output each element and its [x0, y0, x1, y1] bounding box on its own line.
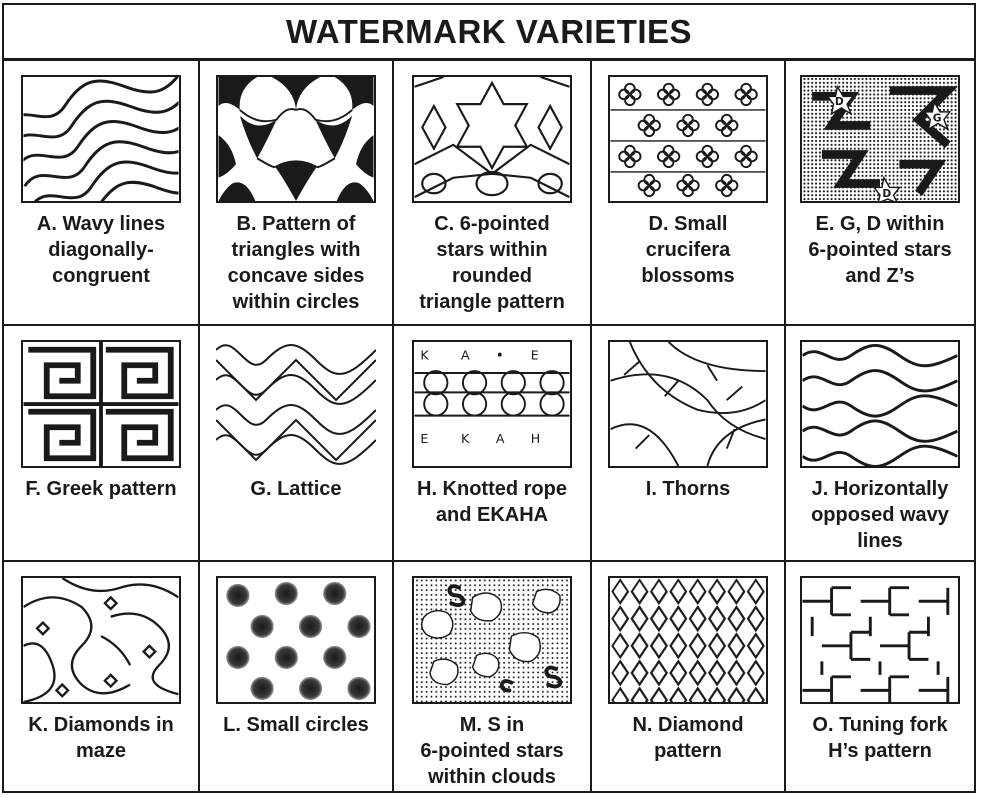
tuning-fork-icon [800, 576, 960, 704]
variety-cell-b: B. Pattern of triangles with concave sid… [200, 61, 394, 326]
variety-cell-k: K. Diamonds in maze [4, 562, 200, 791]
svg-text:A: A [496, 431, 505, 446]
variety-label-f: F. Greek pattern [25, 478, 177, 500]
wavy-diagonal-icon [21, 75, 181, 203]
lattice-icon [216, 344, 376, 465]
variety-label-h: H. Knotted rope and EKAHA [417, 478, 567, 526]
svg-text:K: K [461, 431, 470, 446]
variety-label-i: I. Thorns [645, 478, 731, 500]
svg-text:D: D [835, 95, 844, 108]
variety-cell-m: M. S in 6-pointed stars within clouds [394, 562, 592, 791]
horizontal-waves-icon [800, 340, 960, 468]
variety-cell-c: C. 6-pointed stars within rounded triang… [394, 61, 592, 326]
variety-label-c: C. 6-pointed stars within rounded triang… [419, 213, 565, 313]
varieties-grid: A. Wavy lines diagonally- congruent [4, 61, 974, 791]
svg-text:H: H [531, 431, 540, 446]
variety-cell-e: D G D E. G, D within 6-pointed stars and… [786, 61, 974, 326]
variety-label-d: D. Small crucifera blossoms [641, 213, 735, 287]
gd-stars-icon: D G D [800, 75, 960, 203]
variety-label-a: A. Wavy lines diagonally- congruent [36, 213, 166, 287]
watermark-chart: WATERMARK VARIETIES A. Wavy lines diagon… [2, 3, 976, 793]
variety-label-g: G. Lattice [250, 478, 342, 500]
greek-key-icon [21, 340, 181, 468]
svg-text:K: K [420, 347, 429, 362]
crucifera-blossoms-icon [608, 75, 768, 203]
small-circles-icon [216, 576, 376, 704]
variety-cell-g: G. Lattice [200, 326, 394, 562]
concave-triangles-icon [216, 75, 376, 203]
variety-label-l: L. Small circles [223, 714, 369, 736]
variety-cell-l: L. Small circles [200, 562, 394, 791]
svg-text:A: A [461, 347, 470, 362]
variety-cell-j: J. Horizontally opposed wavy lines [786, 326, 974, 562]
variety-label-m: M. S in 6-pointed stars within clouds [420, 714, 564, 788]
variety-label-b: B. Pattern of triangles with concave sid… [227, 213, 365, 313]
variety-label-e: E. G, D within 6-pointed stars and Z’s [808, 213, 952, 287]
svg-text:E: E [531, 347, 539, 362]
variety-cell-n: N. Diamond pattern [592, 562, 786, 791]
s-stars-clouds-icon [412, 576, 572, 704]
diamonds-maze-icon [21, 576, 181, 704]
page-title: WATERMARK VARIETIES [4, 5, 974, 61]
variety-label-k: K. Diamonds in maze [28, 714, 174, 762]
variety-cell-o: O. Tuning fork H’s pattern [786, 562, 974, 791]
variety-label-j: J. Horizontally opposed wavy lines [811, 478, 949, 552]
variety-cell-i: I. Thorns [592, 326, 786, 562]
variety-cell-a: A. Wavy lines diagonally- congruent [4, 61, 200, 326]
variety-cell-f: F. Greek pattern [4, 326, 200, 562]
six-pointed-stars-icon [412, 75, 572, 203]
svg-text:G: G [933, 112, 942, 125]
variety-cell-d: D. Small crucifera blossoms [592, 61, 786, 326]
knotted-rope-icon: K A E E K A H [412, 340, 572, 468]
thorns-icon [608, 340, 768, 468]
variety-label-o: O. Tuning fork H’s pattern [812, 714, 948, 762]
svg-text:D: D [882, 187, 891, 200]
svg-text:E: E [420, 431, 428, 446]
diamond-pattern-icon [608, 576, 768, 704]
variety-label-n: N. Diamond pattern [632, 714, 744, 762]
